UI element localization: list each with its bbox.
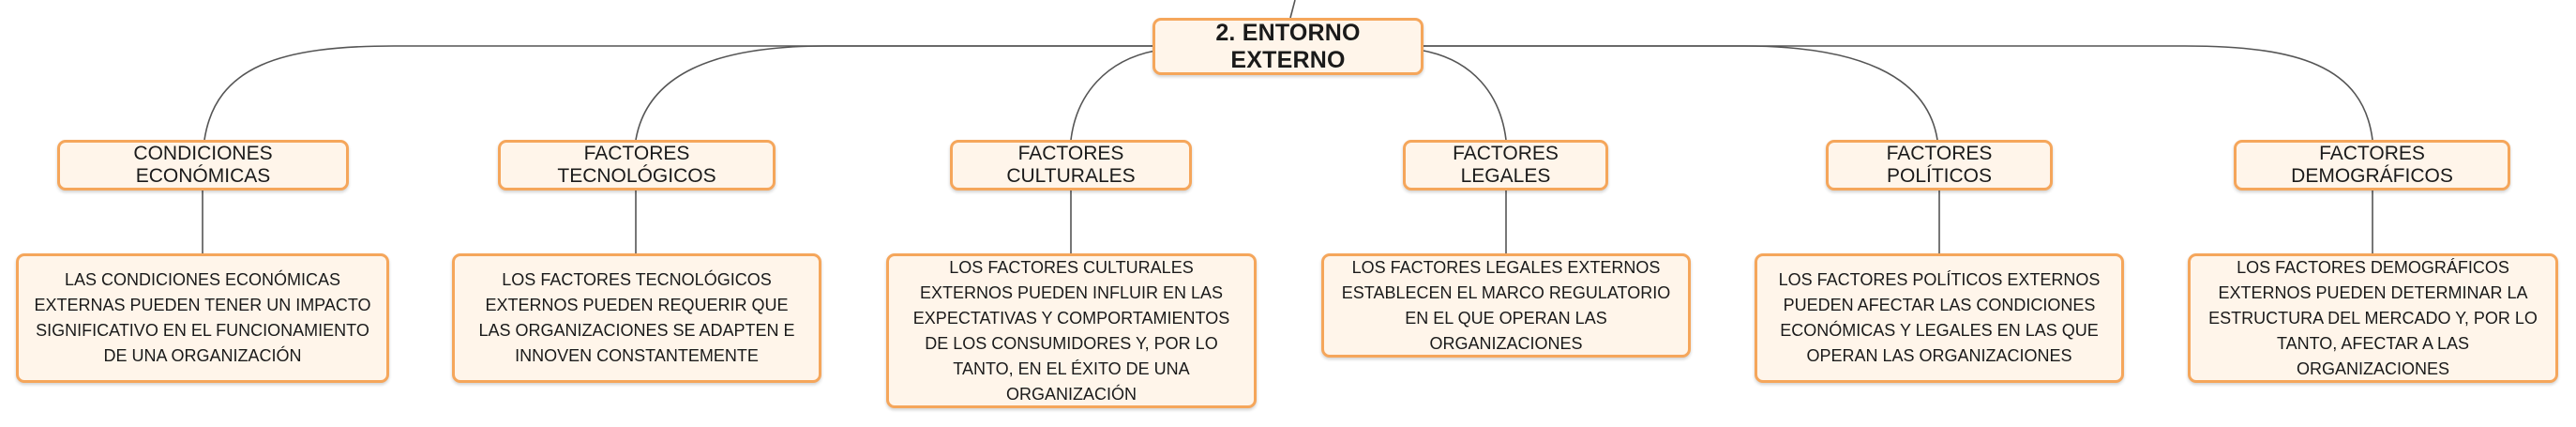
parent-connector	[1289, 0, 1296, 19]
branch-curve-legales	[1423, 50, 1507, 141]
branch-curve-demograficos	[1424, 45, 2373, 141]
branch-curve-economicas	[203, 45, 1152, 141]
topic-factores-tecnologicos[interactable]: FACTORES TECNOLÓGICOS	[498, 140, 776, 191]
detail-factores-politicos[interactable]: LOS FACTORES POLÍTICOS EXTERNOS PUEDEN A…	[1755, 253, 2124, 383]
topic-factores-politicos[interactable]: FACTORES POLÍTICOS	[1826, 140, 2053, 191]
detail-factores-demograficos[interactable]: LOS FACTORES DEMOGRÁFICOS EXTERNOS PUEDE…	[2188, 253, 2558, 383]
detail-factores-culturales[interactable]: LOS FACTORES CULTURALES EXTERNOS PUEDEN …	[886, 253, 1257, 408]
topic-factores-culturales[interactable]: FACTORES CULTURALES	[950, 140, 1192, 191]
branch-curve-tecnologicos	[635, 45, 1152, 141]
detail-factores-tecnologicos[interactable]: LOS FACTORES TECNOLÓGICOS EXTERNOS PUEDE…	[452, 253, 821, 383]
root-topic[interactable]: 2. ENTORNO EXTERNO	[1152, 18, 1424, 75]
detail-factores-legales[interactable]: LOS FACTORES LEGALES EXTERNOS ESTABLECEN…	[1321, 253, 1691, 358]
topic-factores-legales[interactable]: FACTORES LEGALES	[1403, 140, 1608, 191]
detail-condiciones-economicas[interactable]: LAS CONDICIONES ECONÓMICAS EXTERNAS PUED…	[16, 253, 389, 383]
branch-curve-politicos	[1424, 45, 1938, 141]
branch-curve-culturales	[1070, 50, 1156, 141]
topic-condiciones-economicas[interactable]: CONDICIONES ECONÓMICAS	[57, 140, 349, 191]
topic-factores-demograficos[interactable]: FACTORES DEMOGRÁFICOS	[2234, 140, 2510, 191]
